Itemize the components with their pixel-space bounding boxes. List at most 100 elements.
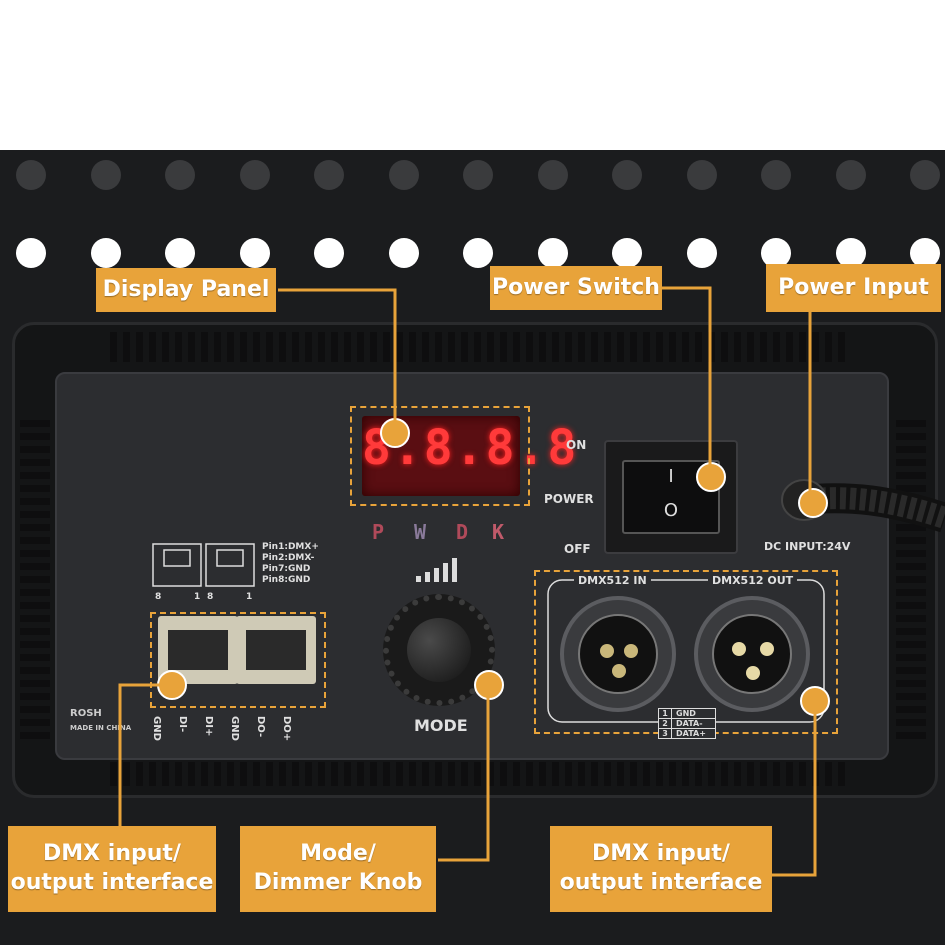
switch-off-label: OFF: [564, 542, 591, 556]
cooling-fin: [617, 762, 624, 786]
cooling-fin: [422, 762, 429, 786]
pin-legend-8: Pin8:GND: [262, 575, 311, 585]
cooling-fin: [20, 641, 50, 648]
cooling-fin: [896, 459, 926, 466]
cooling-fin: [539, 762, 546, 786]
cooling-fin: [896, 420, 926, 427]
cooling-fin: [266, 332, 273, 362]
cooling-fin: [812, 332, 819, 362]
vent-hole: [686, 238, 717, 268]
vent-hole: [686, 160, 717, 190]
rj45-diagram-icon: [152, 543, 255, 587]
cooling-fin: [656, 332, 663, 362]
cooling-fin: [344, 332, 351, 362]
cooling-fin: [896, 602, 926, 609]
cooling-fin: [565, 332, 572, 362]
callout-dmx-right: DMX input/ output interface: [550, 826, 772, 912]
cooling-fin: [838, 762, 845, 786]
cooling-fin: [20, 589, 50, 596]
cooling-fin: [20, 485, 50, 492]
cooling-fin: [266, 762, 273, 786]
vent-hole: [314, 160, 344, 190]
cooling-fin: [20, 732, 50, 739]
display-highlight: [350, 406, 530, 506]
cooling-fin: [20, 550, 50, 557]
cooling-fin: [20, 602, 50, 609]
dmx-out-label: DMX512 OUT: [708, 574, 798, 587]
vent-hole: [165, 238, 195, 268]
cooling-fin: [669, 762, 676, 786]
cooling-fin: [643, 762, 650, 786]
cooling-fin: [357, 762, 364, 786]
cooling-fin: [331, 762, 338, 786]
cooling-fin: [896, 732, 926, 739]
cooling-fin: [896, 550, 926, 557]
cooling-fin: [136, 332, 143, 362]
cooling-fin: [20, 563, 50, 570]
cooling-fin: [565, 762, 572, 786]
cooling-fin: [630, 762, 637, 786]
cooling-fin: [136, 762, 143, 786]
cooling-fin: [214, 762, 221, 786]
vent-hole: [761, 160, 791, 190]
cooling-fin: [617, 332, 624, 362]
vent-hole: [537, 238, 568, 268]
cooling-fin: [896, 654, 926, 661]
cooling-fin: [656, 762, 663, 786]
cooling-fin: [896, 576, 926, 583]
port-pin-1b: 1: [246, 592, 253, 602]
xlr-out-connector[interactable]: [694, 596, 810, 712]
cooling-fin: [896, 641, 926, 648]
cooling-fin: [838, 332, 845, 362]
vent-hole: [16, 160, 46, 190]
rj45-port-in[interactable]: [158, 616, 238, 684]
cooling-fin: [630, 332, 637, 362]
mode-indicator-d: D: [456, 520, 469, 544]
cooling-fin: [539, 332, 546, 362]
cooling-fin: [305, 762, 312, 786]
cooling-fin: [240, 762, 247, 786]
cooling-fin: [305, 332, 312, 362]
cooling-fin: [896, 615, 926, 622]
cooling-fin: [896, 693, 926, 700]
rj45-highlight: [150, 612, 326, 708]
cooling-fin: [201, 762, 208, 786]
cooling-fin: [487, 762, 494, 786]
vent-hole: [314, 238, 344, 268]
cooling-fin: [20, 537, 50, 544]
pin-name-3: DATA+: [676, 729, 706, 738]
cooling-fin: [318, 762, 325, 786]
switch-off-symbol: O: [663, 500, 679, 521]
cooling-fin: [669, 332, 676, 362]
cooling-fin: [162, 762, 169, 786]
cooling-fin: [110, 332, 117, 362]
pin-num-1: 1: [659, 709, 672, 718]
cooling-fin: [448, 762, 455, 786]
cooling-fin: [149, 332, 156, 362]
cooling-fin: [747, 332, 754, 362]
cooling-fin: [786, 762, 793, 786]
mode-indicator-k: K: [492, 520, 505, 544]
port-pin-8b: 8: [207, 592, 214, 602]
mode-indicator-w: W: [414, 520, 427, 544]
cooling-fin: [604, 762, 611, 786]
cooling-fin: [896, 589, 926, 596]
cooling-fin: [227, 332, 234, 362]
cooling-fin: [292, 762, 299, 786]
cooling-fin: [396, 762, 403, 786]
vent-hole: [239, 160, 270, 190]
cooling-fin: [786, 332, 793, 362]
cooling-fin: [383, 762, 390, 786]
xlr-in-connector[interactable]: [560, 596, 676, 712]
vent-hole: [910, 238, 940, 268]
cooling-fin: [435, 332, 442, 362]
cooling-fin: [734, 762, 741, 786]
knob-mode-label: MODE: [414, 716, 468, 735]
cooling-fin: [292, 332, 299, 362]
cooling-fin: [896, 667, 926, 674]
cooling-fin: [721, 762, 728, 786]
rj45-port-out[interactable]: [236, 616, 316, 684]
cooling-fin: [357, 332, 364, 362]
cooling-fin: [461, 332, 468, 362]
rj45-pin-legend: Pin1:DMX+ Pin2:DMX- Pin7:GND Pin8:GND: [262, 542, 319, 586]
